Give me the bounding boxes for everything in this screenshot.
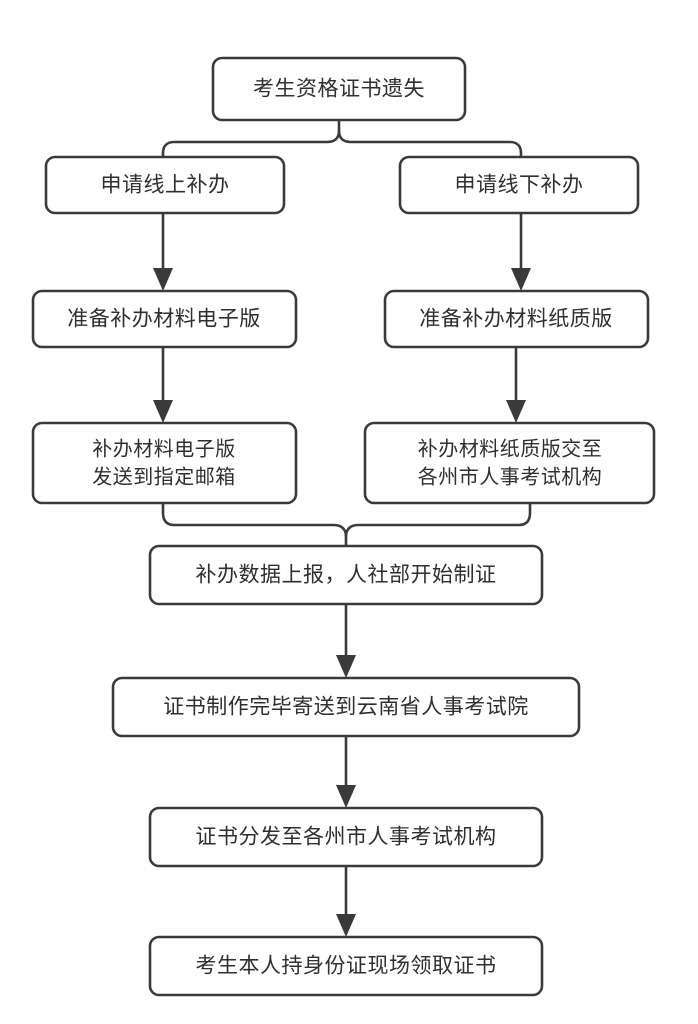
node-shape (111, 676, 581, 738)
node-label-line-2: 发送到指定邮箱 (92, 465, 236, 489)
node-label: 申请线下补办 (455, 173, 584, 197)
flow-node-prepare-paper-materials[interactable]: 准备补办材料纸质版 (383, 289, 650, 349)
edge-n2a-n3a (153, 213, 173, 291)
node-label: 证书制作完毕寄送到云南省人事考试院 (163, 695, 529, 719)
flow-node-apply-online[interactable]: 申请线上补办 (44, 155, 286, 215)
node-shape (398, 155, 640, 215)
arrow-head-icon (511, 268, 531, 291)
node-shape (31, 289, 298, 349)
node-label-line-1: 补办材料纸质版交至 (418, 437, 603, 461)
flow-node-send-digital-to-email[interactable]: 补办材料电子版 发送到指定邮箱 (31, 421, 298, 505)
brace-branch-left (161, 118, 341, 159)
flow-node-apply-offline[interactable]: 申请线下补办 (398, 155, 640, 215)
node-shape (363, 421, 656, 505)
arrow-head-icon (153, 400, 173, 423)
flow-node-ship-to-yunnan-institute[interactable]: 证书制作完毕寄送到云南省人事考试院 (111, 676, 581, 738)
edge-n5-n6 (336, 604, 356, 678)
node-shape (148, 544, 544, 606)
node-shape (211, 56, 467, 122)
flow-node-prepare-digital-materials[interactable]: 准备补办材料电子版 (31, 289, 298, 349)
node-shape (383, 289, 650, 349)
arrow-head-icon (153, 268, 173, 291)
node-label-line-2: 各州市人事考试机构 (418, 465, 603, 489)
node-label: 准备补办材料电子版 (67, 307, 261, 331)
node-label: 考生资格证书遗失 (253, 77, 425, 101)
edge-n3a-n4a (153, 347, 173, 423)
edge-n6-n7 (336, 736, 356, 808)
flow-node-distribute-to-agencies[interactable]: 证书分发至各州市人事考试机构 (148, 806, 544, 868)
arrow-head-icon (336, 914, 356, 937)
node-label-line-1: 补办材料电子版 (92, 437, 236, 461)
flow-node-certificate-lost[interactable]: 考生资格证书遗失 (211, 56, 467, 122)
node-label: 证书分发至各州市人事考试机构 (196, 825, 497, 849)
edge-n3b-n4b (506, 347, 526, 423)
flow-node-collect-with-id-card[interactable]: 考生本人持身份证现场领取证书 (148, 935, 544, 997)
edge-merge-brace (161, 501, 532, 548)
edge-n2b-n3b (511, 213, 531, 291)
brace-branch-right (337, 129, 523, 159)
brace-merge-right (344, 501, 532, 538)
node-label: 考生本人持身份证现场领取证书 (196, 954, 497, 978)
node-label: 准备补办材料纸质版 (419, 307, 613, 331)
flow-node-submit-paper-to-agency[interactable]: 补办材料纸质版交至 各州市人事考试机构 (363, 421, 656, 505)
node-label: 申请线上补办 (101, 173, 230, 197)
node-shape (31, 421, 298, 505)
node-shape (44, 155, 286, 215)
node-label: 补办数据上报，人社部开始制证 (196, 563, 497, 587)
arrow-head-icon (336, 785, 356, 808)
arrow-head-icon (336, 655, 356, 678)
flow-node-report-data-start-production[interactable]: 补办数据上报，人社部开始制证 (148, 544, 544, 606)
edge-n7-n8 (336, 866, 356, 937)
node-shape (148, 806, 544, 868)
brace-merge-left (161, 501, 348, 548)
arrow-head-icon (506, 400, 526, 423)
node-shape (148, 935, 544, 997)
edge-split-brace-top (161, 118, 523, 159)
